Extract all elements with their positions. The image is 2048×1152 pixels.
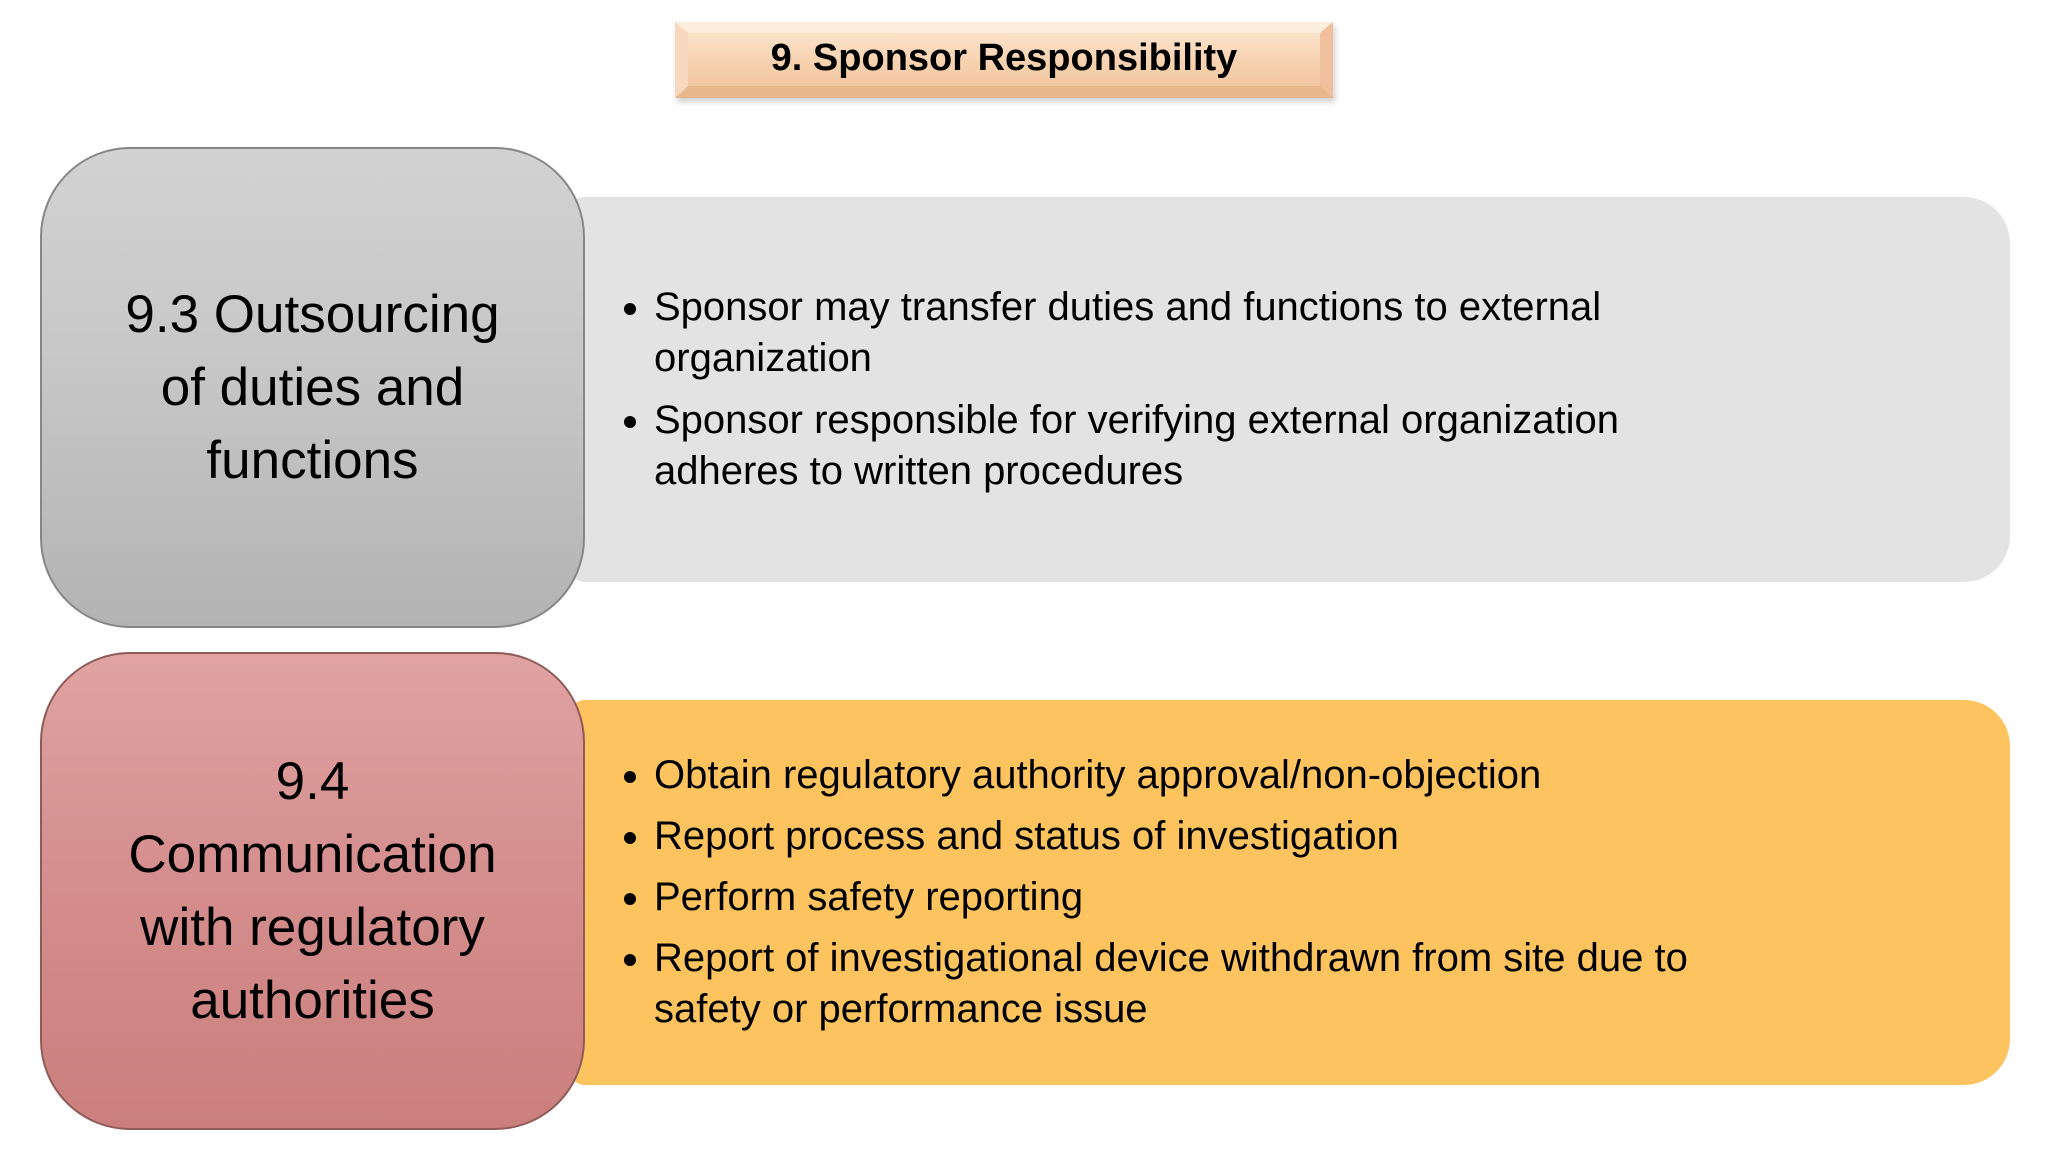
label-box-communication: 9.4 Communication with regulatory author… [40, 652, 585, 1130]
slide-title: 9. Sponsor Responsibility [770, 37, 1238, 79]
label-text-outsourcing: 9.3 Outsourcing of duties and functions [125, 284, 500, 491]
label-box-outsourcing: 9.3 Outsourcing of duties and functions [40, 147, 585, 628]
bullet-item: Sponsor responsible for verifying extern… [654, 395, 1619, 497]
bullet-list-communication: Obtain regulatory authority approval/non… [612, 740, 1688, 1046]
bullet-item: Report of investigational device withdra… [654, 933, 1688, 1035]
bullet-item: Report process and status of investigati… [654, 811, 1688, 862]
content-box-communication: Obtain regulatory authority approval/non… [572, 700, 2010, 1085]
label-text-communication: 9.4 Communication with regulatory author… [128, 751, 497, 1031]
bullet-item: Perform safety reporting [654, 872, 1688, 923]
title-banner: 9. Sponsor Responsibility [675, 22, 1333, 98]
bullet-item: Obtain regulatory authority approval/non… [654, 750, 1688, 801]
content-box-outsourcing: Sponsor may transfer duties and function… [572, 197, 2010, 582]
bullet-item: Sponsor may transfer duties and function… [654, 282, 1619, 384]
bullet-list-outsourcing: Sponsor may transfer duties and function… [612, 272, 1619, 507]
